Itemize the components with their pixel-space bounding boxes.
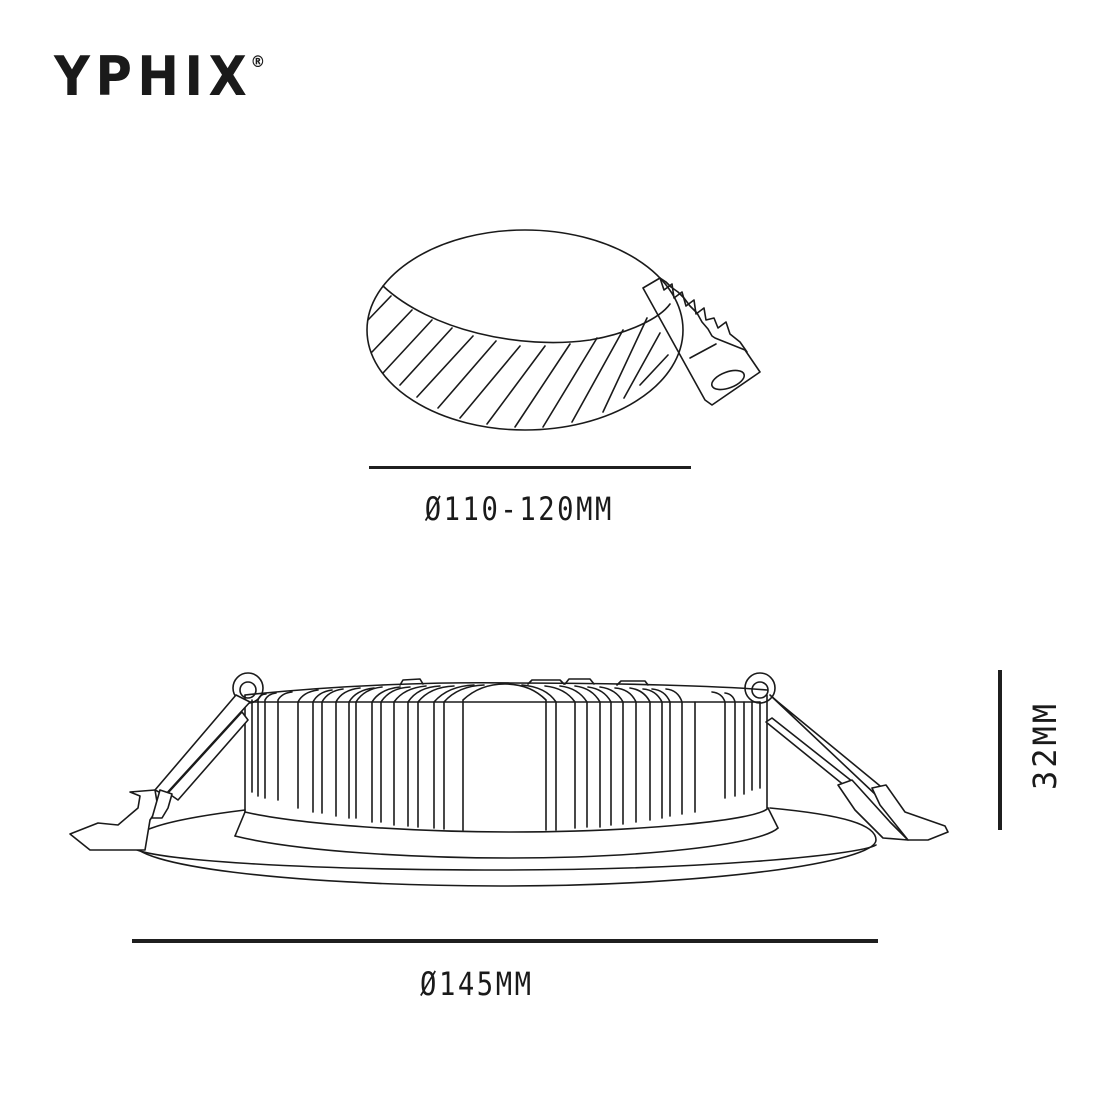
trim-ring-inner	[132, 844, 877, 871]
cutout-hatch	[367, 295, 669, 428]
trim-ring-outer	[132, 807, 877, 887]
body-base-line	[244, 807, 769, 833]
heat-sink-fins	[244, 683, 761, 831]
body-bottom-edge	[234, 827, 779, 859]
downlight-side-view	[69, 672, 949, 887]
cutout-outer-ellipse	[366, 229, 684, 431]
right-spring-clip	[744, 672, 949, 841]
cutout-illustration	[366, 229, 761, 431]
top-tabs	[399, 678, 649, 686]
brand-logo: YPHIX®	[54, 50, 267, 104]
diameter-dimension-label: Ø145MM	[420, 965, 534, 1003]
diameter-dimension-line	[132, 939, 878, 943]
spring-clip	[642, 277, 761, 406]
height-dimension-line	[998, 670, 1002, 830]
body-top-edge	[244, 681, 768, 696]
cutout-dimension-label: Ø110-120MM	[424, 490, 614, 528]
cutout-inner-edge	[382, 285, 671, 344]
left-spring-clip	[69, 672, 264, 851]
registered-mark: ®	[250, 52, 266, 71]
brand-name: YPHIX	[54, 45, 253, 108]
cutout-dimension-line	[369, 466, 691, 469]
height-dimension-label: 32MM	[1026, 700, 1064, 790]
